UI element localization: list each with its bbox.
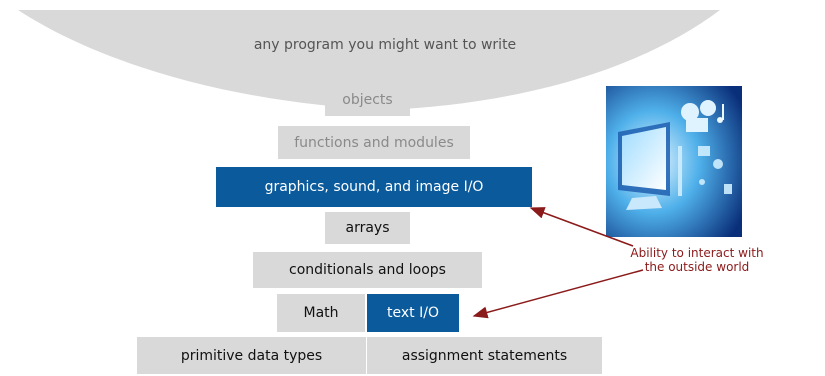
layer-arrays: arrays: [325, 212, 410, 244]
top-label: any program you might want to write: [253, 37, 517, 53]
callout-line-2: the outside world: [644, 260, 750, 274]
layer-assignment-statements: assignment statements: [367, 337, 602, 374]
music-note-icon: [717, 104, 724, 123]
layer-graphics-sound-image-io: graphics, sound, and image I/O: [216, 167, 532, 207]
layer-math: Math: [277, 294, 365, 332]
media-floating-icons: [678, 146, 732, 196]
layer-primitive-data-types: primitive data types: [137, 337, 366, 374]
monitor-icon: [618, 122, 670, 210]
io-callout: Ability to interact with the outside wor…: [624, 246, 770, 274]
layer-text-io: text I/O: [367, 294, 459, 332]
program-bowl: [18, 10, 720, 110]
layer-objects: objects: [325, 84, 410, 116]
arrow-to-text-io: [472, 269, 644, 319]
layer-conditionals-and-loops: conditionals and loops: [253, 252, 482, 288]
callout-line-1: Ability to interact with: [630, 246, 764, 260]
film-camera-icon: [681, 100, 716, 132]
media-computer-image: [606, 86, 742, 237]
arrow-to-graphics-io: [529, 207, 634, 247]
layer-functions-and-modules: functions and modules: [278, 126, 470, 159]
